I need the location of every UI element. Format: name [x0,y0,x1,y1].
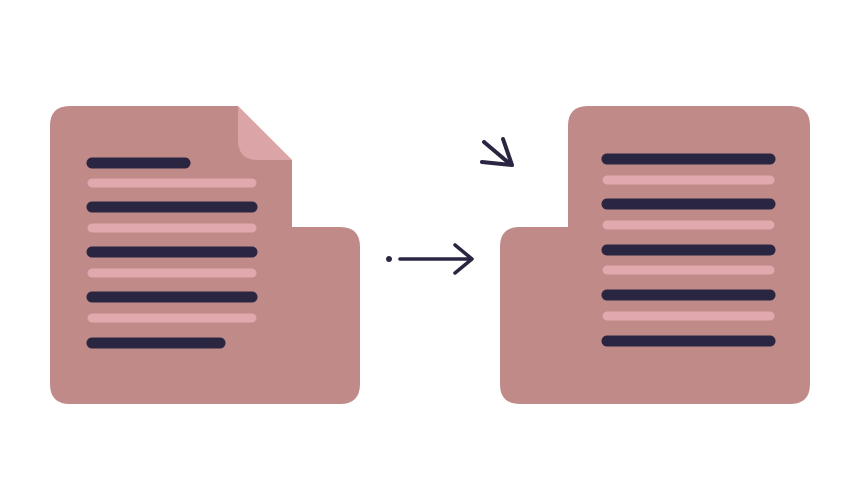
arrow-right-icon [386,243,474,275]
small-arrow-shaft [482,140,512,166]
right-document-icon [500,106,810,404]
arrow-down-right-icon [480,137,514,167]
left-document-fold [238,106,292,160]
left-document-icon [50,106,360,404]
arrow-tail-dot [386,256,392,262]
small-arrow-head [480,137,514,167]
arrow-head [453,243,474,275]
